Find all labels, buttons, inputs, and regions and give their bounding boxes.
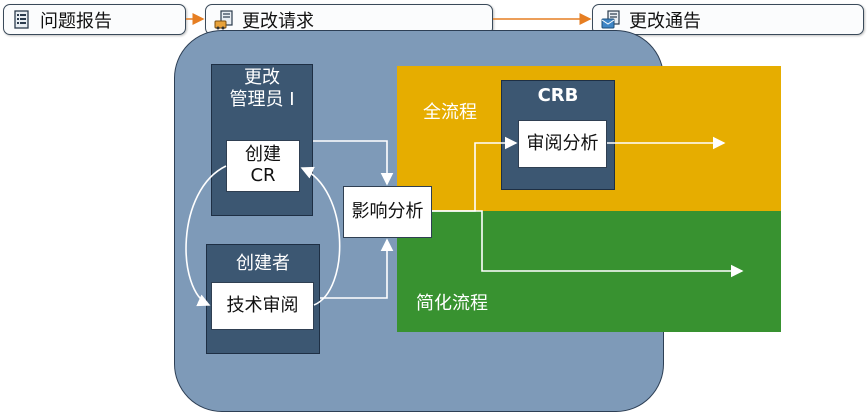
problem-report-node[interactable]: 问题报告 [3, 4, 186, 35]
arrow-impact-to-review-analysis [432, 136, 518, 212]
tech-review-box[interactable]: 技术审阅 [211, 282, 314, 330]
arrow-impact-to-simple-flow [432, 210, 744, 278]
arrow-create-cr-to-tech-review [185, 165, 227, 307]
change-request-node[interactable]: 更改请求 [205, 4, 493, 35]
review-analysis-box[interactable]: 审阅分析 [518, 120, 607, 168]
create-cr-line1: 创建 [245, 144, 281, 166]
full-flow-label: 全流程 [423, 102, 477, 123]
change-manager-title-line2: 管理员 I [229, 88, 295, 110]
impact-analysis-box[interactable]: 影响分析 [343, 186, 432, 238]
crb-title: CRB [537, 85, 579, 106]
change-notice-node[interactable]: 更改通告 [592, 4, 864, 35]
create-cr-box[interactable]: 创建 CR [226, 140, 300, 192]
change-manager-title: 更改 管理员 I [212, 67, 312, 110]
arrow-creator-to-impact [320, 238, 394, 299]
change-manager-title-line1: 更改 [244, 67, 280, 88]
change-request-label: 更改请求 [242, 10, 314, 32]
arrow-manager-to-impact [313, 140, 394, 186]
change-request-icon [214, 9, 233, 29]
arrow-tech-review-to-create-cr [300, 166, 341, 306]
problem-report-label: 问题报告 [40, 10, 112, 32]
simple-flow-label: 简化流程 [416, 293, 488, 314]
document-icon [14, 9, 29, 29]
create-cr-line2: CR [250, 165, 276, 186]
creator-title: 创建者 [236, 253, 290, 274]
notice-icon [601, 9, 620, 28]
change-notice-label: 更改通告 [629, 10, 701, 32]
